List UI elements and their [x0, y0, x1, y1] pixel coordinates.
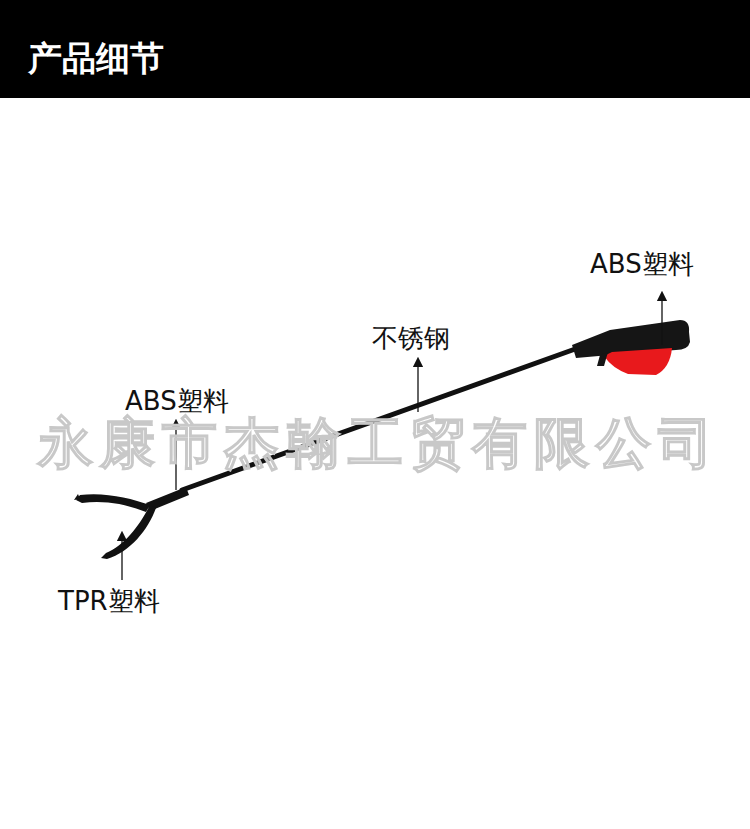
leader-line	[661, 296, 662, 345]
claw-tip	[74, 494, 80, 500]
leader-line	[417, 362, 418, 412]
claw-upper-arm	[76, 494, 150, 512]
material-label: ABS塑料	[125, 388, 229, 414]
material-label: ABS塑料	[590, 251, 694, 277]
material-label: 不锈钢	[372, 325, 450, 351]
page-title: 产品细节	[28, 41, 164, 75]
claw-lower-arm	[101, 505, 156, 559]
material-label: TPR塑料	[58, 588, 160, 614]
leader-line	[121, 536, 122, 580]
handle-trigger	[604, 348, 672, 375]
watermark: 永康市杰翰工贸有限公司	[38, 416, 720, 471]
trigger-hook	[597, 352, 608, 366]
